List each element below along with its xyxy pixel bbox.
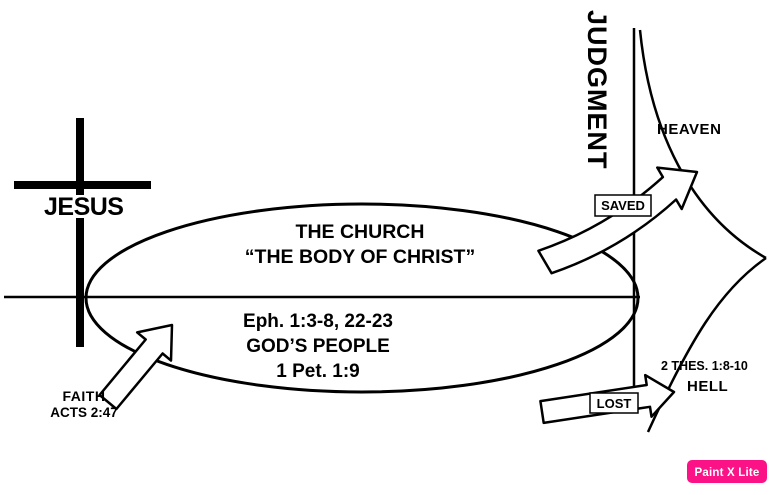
saved-label-box — [594, 194, 652, 217]
heaven-branch-curve — [638, 29, 767, 260]
heaven-label: HEAVEN — [657, 121, 721, 138]
hell-reference: 2 THES. 1:8-10 — [661, 359, 748, 373]
jesus-label-backdrop — [43, 195, 122, 218]
cross-vertical-bar — [76, 118, 84, 347]
cross-horizontal-bar — [14, 181, 151, 189]
faith-arrow — [98, 323, 174, 411]
saved-label: SAVED — [601, 198, 645, 213]
judgment-label: JUDGMENT — [582, 10, 612, 170]
church-people-label: GOD’S PEOPLE — [246, 336, 390, 357]
church-reference: Eph. 1:3-8, 22-23 — [243, 311, 393, 332]
hell-label: HELL — [687, 378, 728, 395]
church-subtitle: “THE BODY OF CHRIST” — [245, 246, 475, 268]
church-title: THE CHURCH — [296, 221, 425, 243]
watermark-badge: Paint X Lite — [687, 460, 767, 483]
hell-branch-curve — [646, 256, 767, 433]
faith-reference: ACTS 2:47 — [50, 405, 118, 420]
jesus-label: JESUS — [44, 193, 123, 221]
lost-label-box — [589, 392, 639, 414]
faith-label: FAITH — [63, 388, 106, 404]
church-ellipse — [84, 202, 640, 394]
saved-arrow — [537, 166, 699, 275]
lost-label: LOST — [597, 396, 632, 411]
watermark-label: Paint X Lite — [694, 467, 759, 479]
church-people-reference: 1 Pet. 1:9 — [276, 361, 359, 382]
watermark-badge-background — [687, 460, 767, 483]
